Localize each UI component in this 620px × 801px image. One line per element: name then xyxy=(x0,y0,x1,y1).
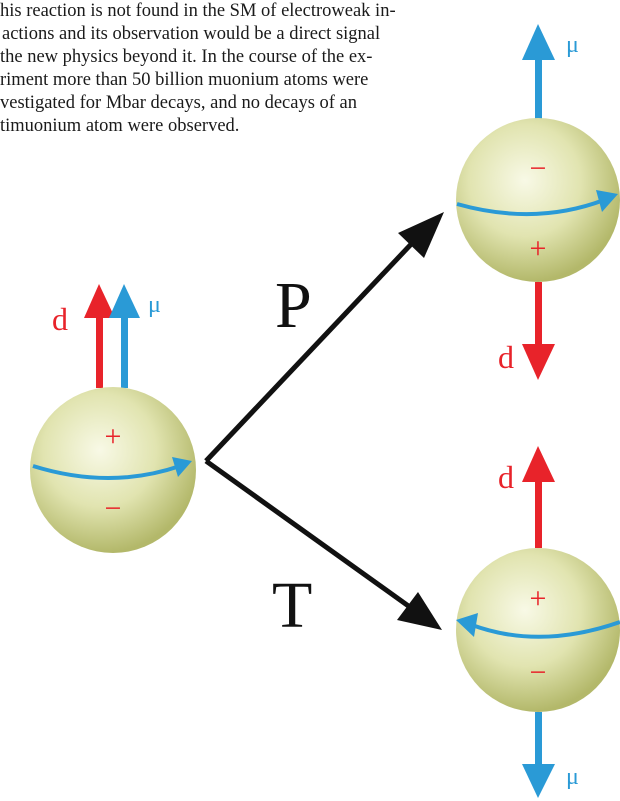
dipole-label: d xyxy=(498,459,514,495)
parity-label: P xyxy=(275,269,312,342)
parity-transformed-atom: μ − + d xyxy=(456,24,620,380)
text-line-5: vestigated for Mbar decays, and no decay… xyxy=(0,93,358,113)
dipole-label: d xyxy=(498,339,514,375)
dipole-label: d xyxy=(52,301,68,337)
atom-sphere xyxy=(456,118,620,282)
plus-charge: + xyxy=(530,582,547,615)
text-line-1: his reaction is not found in the SM of e… xyxy=(0,1,396,21)
original-atom: d μ + − xyxy=(30,284,196,553)
minus-charge: − xyxy=(105,492,122,525)
moment-arrow-up xyxy=(109,284,140,388)
rotation-arrow-icon xyxy=(456,613,620,639)
rotation-arrow-icon xyxy=(32,457,192,480)
moment-label: μ xyxy=(148,292,161,318)
atom-sphere xyxy=(30,387,196,553)
time-reversed-atom: d + − μ xyxy=(456,446,620,798)
text-line-2: actions and its observation would be a d… xyxy=(2,24,381,44)
moment-arrow-down xyxy=(522,712,555,798)
minus-charge: − xyxy=(530,656,547,689)
text-line-3: the new physics beyond it. In the course… xyxy=(0,47,373,67)
dipole-arrow-down xyxy=(522,282,555,380)
time-reversal-arrow xyxy=(204,458,442,630)
moment-label: μ xyxy=(566,764,579,790)
dipole-arrow-up xyxy=(522,446,555,548)
parity-arrow xyxy=(204,212,444,463)
moment-label: μ xyxy=(566,32,579,58)
minus-charge: − xyxy=(530,152,547,185)
atom-sphere xyxy=(456,548,620,712)
body-text-paragraph: his reaction is not found in the SM of e… xyxy=(0,0,460,138)
moment-arrow-up xyxy=(522,24,555,126)
text-line-6: timuonium atom were observed. xyxy=(0,116,240,136)
time-reversal-label: T xyxy=(272,569,312,642)
text-line-4: riment more than 50 billion muonium atom… xyxy=(0,70,369,90)
dipole-arrow-up xyxy=(84,284,115,388)
plus-charge: + xyxy=(105,420,122,453)
plus-charge: + xyxy=(530,232,547,265)
rotation-arrow-icon xyxy=(456,190,618,217)
